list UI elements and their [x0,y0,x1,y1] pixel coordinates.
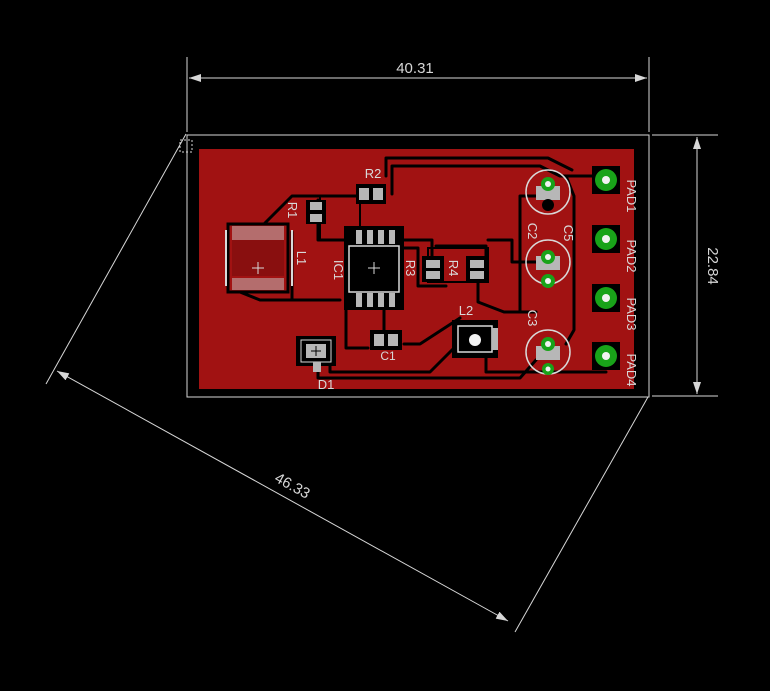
label-d1: D1 [318,377,335,392]
label-ic1: IC1 [331,260,346,280]
resistor-r2 [356,184,386,204]
label-r1: R1 [285,202,300,219]
capacitor-c5 [525,169,571,215]
label-r2: R2 [365,166,382,181]
label-c3: C3 [525,310,540,327]
inductor-l2 [452,320,498,358]
pad1-via [592,166,620,194]
diagonal-dimension-label: 46.33 [272,470,313,503]
pad4-via [592,342,620,370]
width-dimension-label: 40.31 [396,60,434,77]
pad2-via [592,225,620,253]
capacitor-c3 [525,329,571,375]
width-dimension [186,57,650,132]
label-pad1: PAD1 [624,180,639,213]
height-dimension [652,134,718,397]
label-r4: R4 [446,260,461,277]
label-c2: C2 [525,223,540,240]
label-l2: L2 [459,303,473,318]
label-pad2: PAD2 [624,240,639,273]
capacitor-c2 [525,239,571,288]
resistor-r3 [422,256,444,282]
label-pad3: PAD3 [624,298,639,331]
origin-marker [179,139,193,153]
capacitor-c1 [370,330,402,350]
inductor-l1 [225,222,293,294]
diode-d1 [296,336,336,372]
label-r3: R3 [403,260,418,277]
height-dimension-label: 22.84 [704,247,721,285]
label-pad4: PAD4 [624,354,639,387]
resistor-r1 [306,200,326,224]
label-c5: C5 [561,225,576,242]
label-c1: C1 [380,349,396,363]
pad3-via [592,284,620,312]
label-l1: L1 [294,251,309,265]
diagonal-dimension [45,133,649,633]
resistor-r4 [466,256,488,282]
ic1-chip [344,226,404,310]
